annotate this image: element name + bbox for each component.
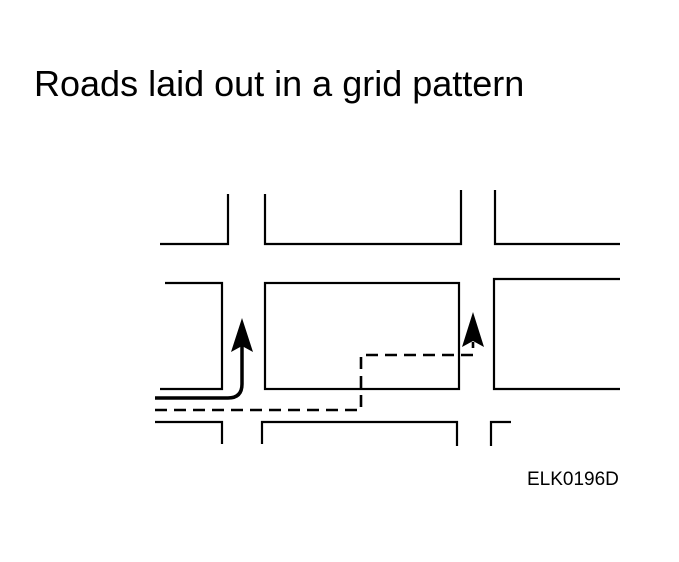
block-middle-left (160, 281, 224, 391)
route-solid-line (155, 346, 244, 400)
route-solid (155, 318, 253, 400)
road-grid (155, 190, 620, 446)
route-dashed-arrowhead (462, 312, 484, 347)
block-center (263, 281, 461, 391)
block-top-middle (263, 190, 463, 246)
block-bottom-middle (260, 420, 459, 446)
route-solid-arrowhead (231, 318, 253, 352)
block-top-left (160, 194, 230, 246)
route-dashed (155, 312, 484, 412)
block-middle-right (492, 277, 620, 391)
figure-code: ELK0196D (527, 469, 619, 490)
block-bottom-right (489, 420, 511, 446)
block-bottom-left (155, 420, 224, 444)
block-top-right (493, 190, 620, 246)
route-dashed-line (155, 342, 475, 412)
diagram-title: Roads laid out in a grid pattern (34, 63, 525, 104)
